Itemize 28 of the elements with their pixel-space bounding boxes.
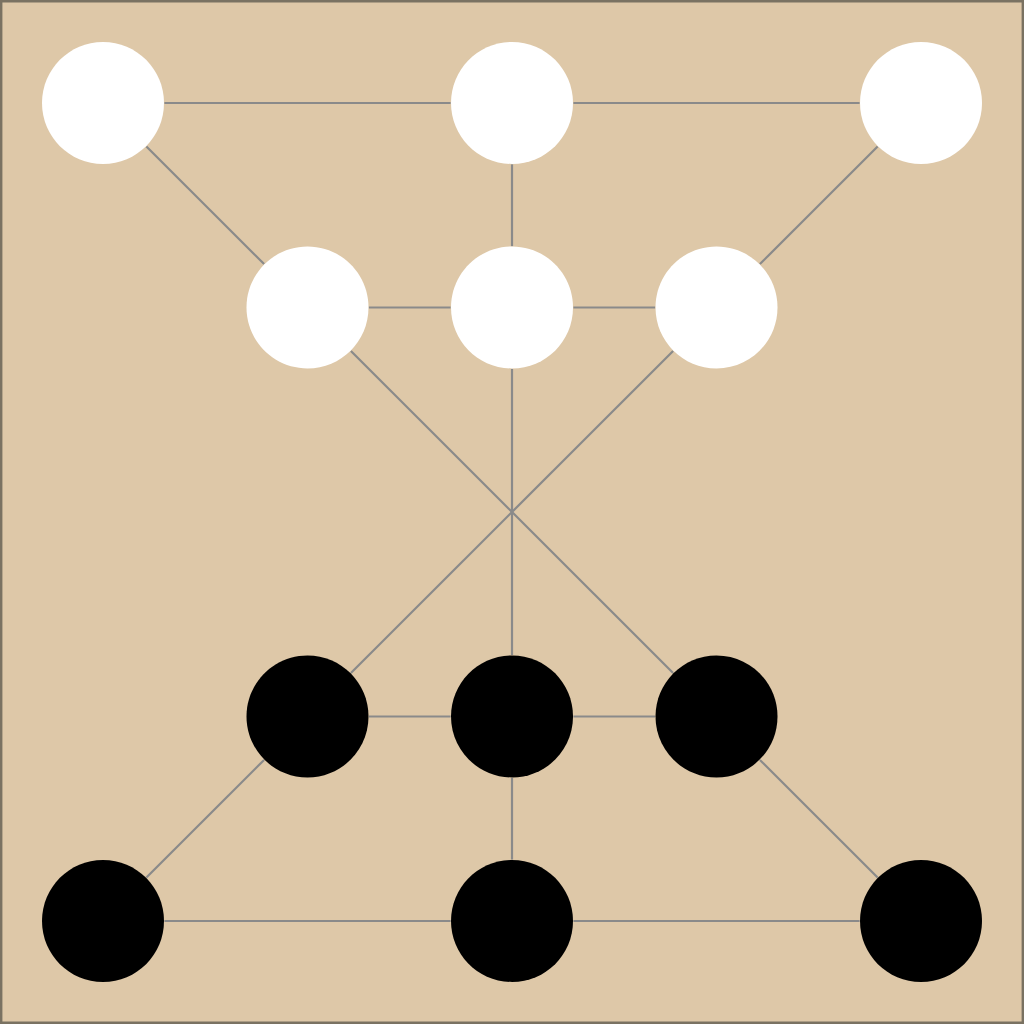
descending-diagonal-line [759,759,879,879]
horizontal-line [164,919,451,923]
game-piece [860,860,982,982]
game-piece [655,655,778,778]
game-piece [42,42,164,164]
game-piece [451,860,573,982]
game-piece [246,246,369,369]
game-piece [451,246,573,369]
game-piece [246,655,369,778]
horizontal-line [573,715,656,718]
game-piece [860,42,982,164]
horizontal-line [368,715,451,718]
game-piece [655,246,778,369]
horizontal-line [164,101,451,105]
horizontal-line [573,306,656,309]
game-piece [451,655,573,778]
ascending-diagonal-line [759,145,879,265]
game-piece [451,42,573,164]
horizontal-line [573,101,860,105]
diagonal-cross [350,350,674,674]
vertical-line [510,368,514,656]
horizontal-line [368,306,451,309]
vertical-line [510,777,514,860]
ascending-diagonal-line [145,759,265,879]
vertical-line [510,164,514,247]
descending-diagonal-line [145,145,265,265]
game-piece [42,860,164,982]
horizontal-line [573,919,860,923]
